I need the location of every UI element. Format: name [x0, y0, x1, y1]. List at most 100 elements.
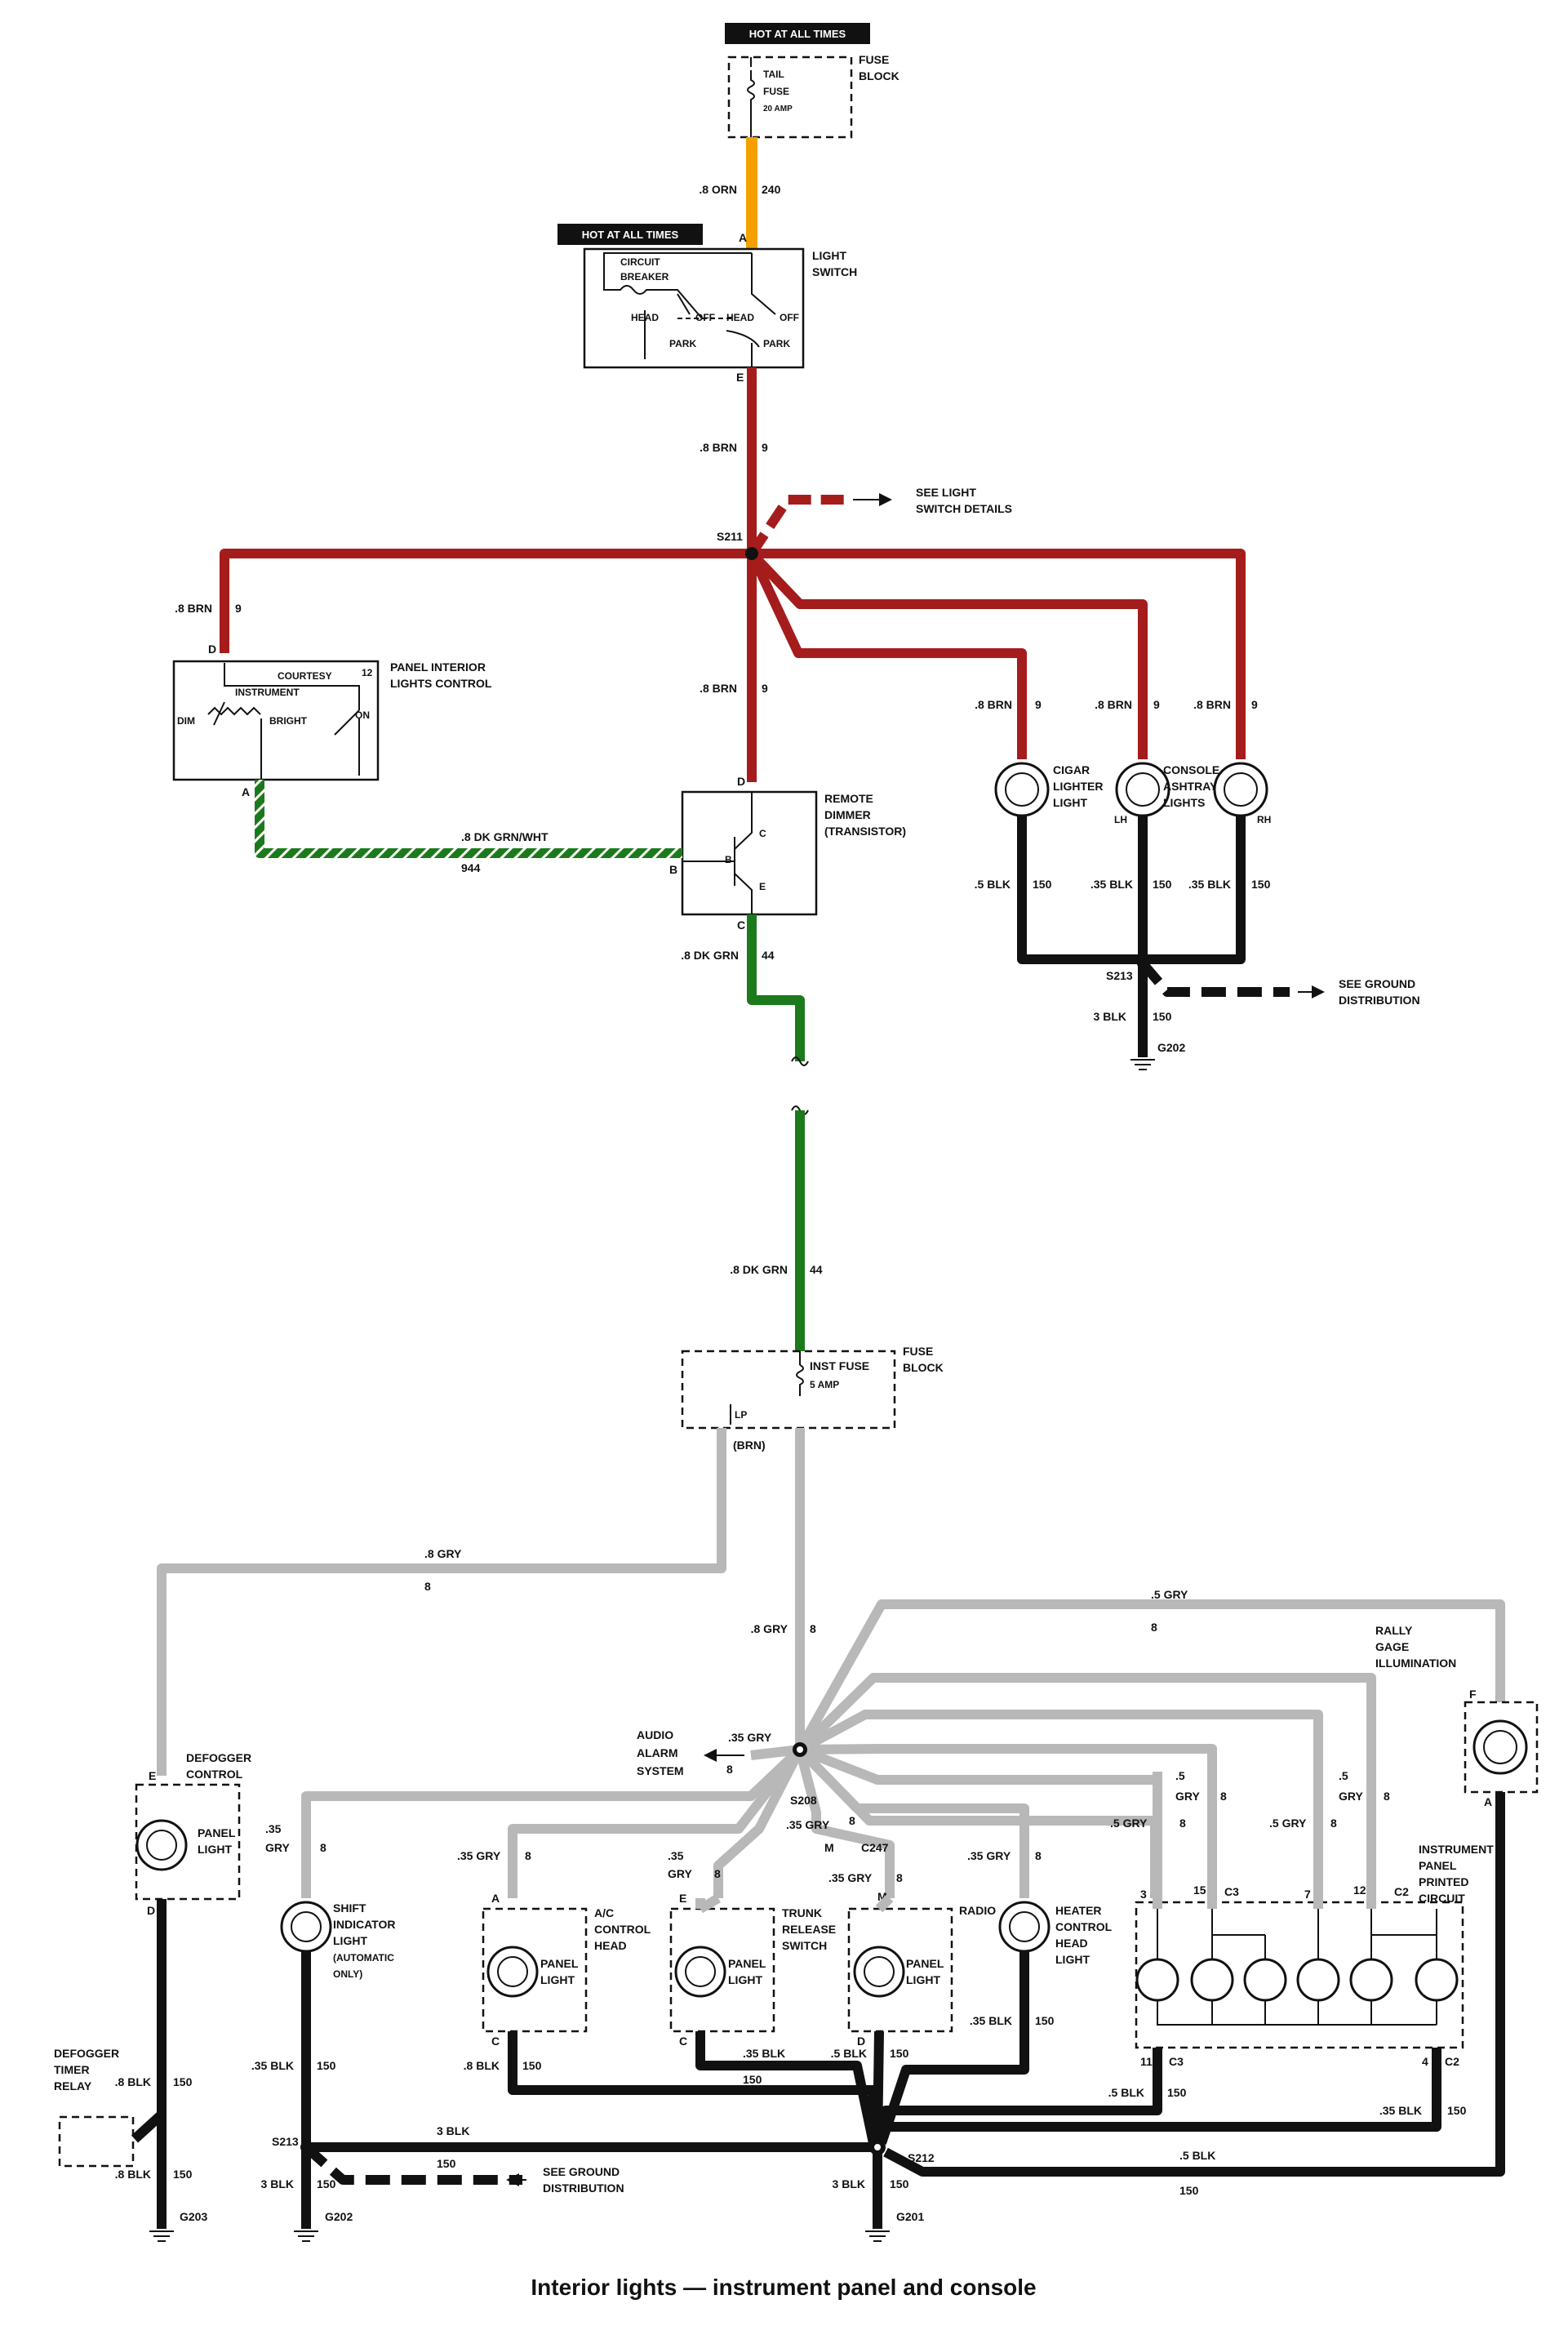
wire-blk-cigar-gauge: .5 BLK — [975, 878, 1011, 891]
heater-name3: HEAD — [1055, 1937, 1088, 1950]
wire-brn1-gauge: .8 BRN — [700, 441, 737, 454]
defogger-panel1: PANEL — [198, 1826, 236, 1839]
panel-control-box — [172, 660, 380, 781]
heater-name1: HEATER — [1055, 1904, 1102, 1917]
fuse-block-label1: FUSE — [859, 53, 889, 66]
wire-brn1-circuit: 9 — [762, 441, 768, 454]
wire-gry-ac — [508, 1746, 804, 1898]
relay-name1: DEFOGGER — [54, 2047, 119, 2060]
rally-pin-f: F — [1469, 1688, 1477, 1701]
panel-control-pin-a: A — [242, 785, 250, 798]
wire-gry-trunk-gauge2: GRY — [668, 1867, 692, 1880]
cigar-lighter-light: CIGAR LIGHTER LIGHT — [994, 762, 1103, 817]
wire-gry-rally-gauge: .5 GRY — [1151, 1588, 1188, 1601]
ac-panel2: LIGHT — [540, 1973, 575, 1986]
light-switch-pin-e: E — [736, 371, 744, 384]
console-ashtray-lights: CONSOLE ASHTRAY LIGHTS LH RH — [1114, 762, 1271, 825]
cluster-bulb-6 — [1415, 1958, 1459, 2002]
inst-fuse-block: INST FUSE 5 AMP LP (BRN) FUSE BLOCK — [681, 1345, 944, 1452]
wire-grn-wht-944 — [255, 780, 682, 858]
wire-gry-mid-gauge: .8 GRY — [751, 1622, 788, 1635]
wire-gry-cluster-feeds — [1153, 1678, 1376, 1909]
wire-gry-trunk-gauge: .35 — [668, 1849, 684, 1862]
defogger-control: DEFOGGER CONTROL PANEL LIGHT E D — [135, 1751, 251, 1917]
ground-g203-symbol — [149, 2230, 174, 2242]
cigar-bulb — [994, 762, 1050, 817]
wire-blk-ac-gauge: .8 BLK — [464, 2059, 500, 2072]
defogger-pin-e: E — [149, 1769, 156, 1782]
radio-name1: RADIO — [959, 1904, 996, 1917]
see-ground-bot-2: DISTRIBUTION — [543, 2181, 624, 2195]
radio: RADIO PANEL LIGHT D — [847, 1904, 996, 2048]
wire-blk-shift-circuit: 150 — [317, 2059, 336, 2072]
wire-grn-44b-circuit: 44 — [810, 1263, 823, 1276]
light-switch-name2: SWITCH — [812, 265, 857, 278]
relay-name2: TIMER — [54, 2063, 90, 2076]
ground-g202-top-label: G202 — [1157, 1041, 1185, 1054]
rally-name1: RALLY — [1375, 1624, 1413, 1637]
wire-blk-trunk-gauge: .35 BLK — [743, 2047, 785, 2060]
radio-panel2: LIGHT — [906, 1973, 940, 1986]
wire-gry-c3b-gauge: .5 — [1175, 1769, 1185, 1782]
light-switch: A LIGHT SWITCH CIRCUIT BREAKER HEAD OFF … — [583, 231, 857, 384]
shift-indicator-light: SHIFT INDICATOR LIGHT (AUTOMATIC ONLY) — [280, 1901, 395, 1980]
wire-gry-trunk-circuit: 8 — [714, 1867, 721, 1880]
wire-gry-radio-pin-m: M — [877, 1890, 887, 1903]
radio-outline — [847, 1907, 953, 2033]
diagram-caption: Interior lights — instrument panel and c… — [531, 2275, 1036, 2300]
wire-orn-gauge: .8 ORN — [699, 183, 737, 196]
splice-s211-label: S211 — [717, 530, 743, 543]
off1-label: OFF — [695, 312, 715, 323]
rally-bulb — [1472, 1719, 1528, 1775]
ground-g202-bottom-symbol — [294, 2230, 318, 2242]
circuit-breaker-label1: CIRCUIT — [620, 256, 660, 268]
transistor-c: C — [759, 828, 766, 839]
ashtray-bulb-rh-inner — [1224, 772, 1258, 807]
wire-gry-ac-gauge: .35 GRY — [457, 1849, 501, 1862]
wire-blk-lh-gauge: .35 BLK — [1090, 878, 1133, 891]
head2-label: HEAD — [726, 312, 754, 323]
cluster-bulb-5 — [1349, 1958, 1393, 2002]
wire-gry-rally-circuit: 8 — [1151, 1621, 1157, 1634]
transistor-b: B — [725, 854, 732, 865]
wire-gry-c3a-gauge: .5 GRY — [1110, 1817, 1148, 1830]
wire-blk-3-s212-gauge: 3 BLK — [833, 2177, 865, 2190]
ac-bulb-inner — [497, 1956, 528, 1987]
wire-blk-cigar-circuit: 150 — [1033, 878, 1052, 891]
connector-c3-bottom: C3 — [1169, 2055, 1184, 2068]
inst-fuse-lp: LP — [735, 1409, 747, 1421]
radio-bulb — [853, 1946, 905, 1998]
hot-label-1-text: HOT AT ALL TIMES — [749, 28, 846, 40]
wire-blk-ac-circuit: 150 — [522, 2059, 542, 2072]
see-light-switch-1: SEE LIGHT — [916, 486, 976, 499]
trunk-panel2: LIGHT — [728, 1973, 762, 1986]
wire-gry-left-circuit: 8 — [424, 1580, 431, 1593]
see-ground-top-1: SEE GROUND — [1339, 977, 1415, 990]
splice-s208-center — [797, 1746, 803, 1753]
remote-dimmer-box — [681, 790, 818, 916]
splice-s208-label: S208 — [790, 1794, 817, 1807]
defogger-pin-d: D — [147, 1904, 155, 1917]
shift-name3: LIGHT — [333, 1934, 367, 1947]
wire-blk-radio-gauge: .5 BLK — [831, 2047, 867, 2060]
fuse-block-label2: BLOCK — [859, 69, 899, 82]
wire-gry-c2b-gauge: .5 — [1339, 1769, 1348, 1782]
wire-brn-cigar-circuit: 9 — [1035, 698, 1042, 711]
wire-gry-c2b-circuit: 8 — [1384, 1790, 1390, 1803]
defogger-outline — [135, 1783, 241, 1901]
wire-blk-defog2-circuit: 150 — [173, 2168, 193, 2181]
wire-gry-to-defogger — [157, 1428, 726, 1776]
splice-s213-top-label: S213 — [1106, 969, 1133, 982]
trunk-name3: SWITCH — [782, 1939, 827, 1952]
fuse-block-outline — [727, 56, 853, 139]
wire-gry-c247-pin-m: M — [824, 1841, 834, 1854]
cluster-pin-11: 11 — [1140, 2055, 1153, 2068]
courtesy-label: COURTESY — [278, 670, 332, 682]
trunk-name1: TRUNK — [782, 1906, 822, 1919]
wire-gry-c2a-gauge: .5 GRY — [1269, 1817, 1307, 1830]
rally-name2: GAGE — [1375, 1640, 1409, 1653]
transistor-symbol — [682, 792, 753, 914]
wire-blk-branches — [508, 1792, 1505, 2177]
cluster-pin-4: 4 — [1422, 2055, 1428, 2068]
wire-blk-rh-circuit: 150 — [1251, 878, 1271, 891]
